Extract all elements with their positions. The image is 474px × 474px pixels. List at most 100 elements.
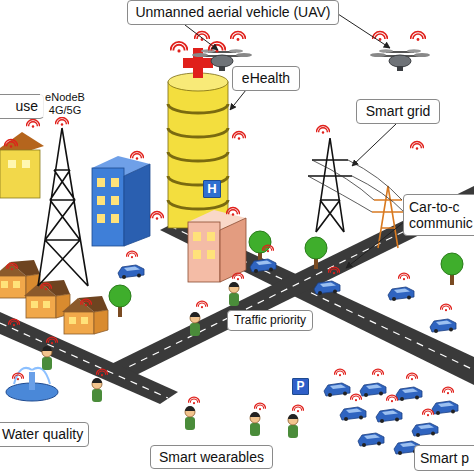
person-part <box>185 406 195 430</box>
car-part <box>314 281 340 295</box>
callout-box: eHealth <box>232 66 300 91</box>
car-part <box>360 383 386 397</box>
wireless-signal-part <box>195 32 210 41</box>
car-part <box>432 401 458 415</box>
node-text: Smart wearables <box>154 449 269 465</box>
fountain-part <box>29 372 35 390</box>
building-part <box>168 82 228 228</box>
wireless-signal-part <box>254 403 265 410</box>
building-part <box>168 104 228 113</box>
node-text: P <box>293 380 308 394</box>
wireless-signal-part <box>232 132 245 140</box>
wireless-signal-part <box>126 251 137 258</box>
wireless-signal-part <box>386 395 397 402</box>
wireless-signal-part <box>150 212 163 220</box>
fountain-part <box>14 368 50 384</box>
building <box>0 48 246 334</box>
wireless-signal-part <box>406 373 417 380</box>
car-part <box>396 387 422 401</box>
car-part <box>358 433 384 447</box>
wireless-signal-part <box>40 283 51 290</box>
tree-part <box>441 253 463 285</box>
cell-tower-part <box>38 128 88 286</box>
wireless-signal-part <box>8 319 19 326</box>
building-part <box>207 250 215 259</box>
car-part <box>118 265 144 279</box>
wireless-signal-part <box>262 245 273 252</box>
building-part <box>168 152 228 161</box>
car-part <box>340 407 366 421</box>
person-part <box>288 414 298 438</box>
building-part <box>188 222 220 282</box>
building-part <box>111 196 119 205</box>
building-part <box>111 178 119 187</box>
wireless-signal-part <box>398 273 409 280</box>
person <box>42 282 298 438</box>
person-part <box>42 346 52 370</box>
wireless-signal-part <box>316 126 329 134</box>
cell-tower <box>38 128 88 286</box>
building-part <box>124 164 150 246</box>
wireless-signal-part <box>196 301 207 308</box>
network-label: eNodeB 4G/5G <box>40 91 90 117</box>
callout-box: Traffic priority <box>227 310 313 331</box>
wireless-signal-part <box>80 299 91 306</box>
building-part <box>92 168 124 246</box>
node-text: eHealth <box>236 70 296 86</box>
callout-box: Smart grid <box>356 99 440 124</box>
parking-sign: P <box>292 378 309 395</box>
wireless-signal-part <box>373 32 388 41</box>
building-part <box>193 250 201 259</box>
wireless-signal <box>4 32 453 417</box>
car-part <box>388 287 414 301</box>
callout-box: Smart wearables <box>150 445 273 469</box>
wireless-signal-part <box>410 142 423 150</box>
wireless-signal-part <box>188 397 199 404</box>
leader-arrow-part <box>352 124 396 166</box>
leader-arrow <box>185 14 404 268</box>
wireless-signal-part <box>372 369 383 376</box>
wireless-signal-part <box>4 140 17 148</box>
wireless-signal-part <box>334 369 345 376</box>
person-part <box>229 282 239 306</box>
node-text: Traffic priority <box>231 314 309 328</box>
callout-box: Smart p <box>414 445 474 471</box>
wireless-signal-part <box>232 273 243 280</box>
wireless-signal-part <box>350 394 361 401</box>
building-part <box>207 232 215 241</box>
building-part <box>193 232 201 241</box>
power-pylon-part <box>308 138 352 232</box>
power-pylon <box>308 138 404 248</box>
building-part <box>62 296 108 334</box>
road-part <box>106 197 474 378</box>
car-part <box>250 259 276 273</box>
car-part <box>412 423 438 437</box>
car <box>118 259 458 455</box>
node-text: Smart p <box>420 450 474 466</box>
wireless-signal-part <box>96 369 107 376</box>
building-part <box>8 160 16 168</box>
drone <box>192 49 430 71</box>
drone-part <box>370 49 430 71</box>
building-part <box>97 178 105 187</box>
tree-part <box>109 285 131 317</box>
leader-arrow-part <box>338 14 390 48</box>
power-pylon-part <box>372 186 404 248</box>
building-part <box>168 200 228 209</box>
wireless-signal-part <box>209 42 226 53</box>
building-part <box>24 280 70 318</box>
callout-box: use <box>0 94 44 119</box>
tree <box>109 231 463 317</box>
node-text: H <box>204 182 220 197</box>
power-pylon-part <box>308 160 404 212</box>
hospital-sign: H <box>203 180 221 198</box>
callout-box: Unmanned aerial vehicle (UAV) <box>127 0 339 25</box>
fountain <box>6 368 58 401</box>
wireless-signal-part <box>12 373 23 380</box>
leader-arrow-part <box>230 90 246 110</box>
car-part <box>324 383 350 397</box>
wireless-signal-part <box>171 42 188 53</box>
wireless-signal-part <box>328 267 339 274</box>
building-part <box>97 214 105 223</box>
